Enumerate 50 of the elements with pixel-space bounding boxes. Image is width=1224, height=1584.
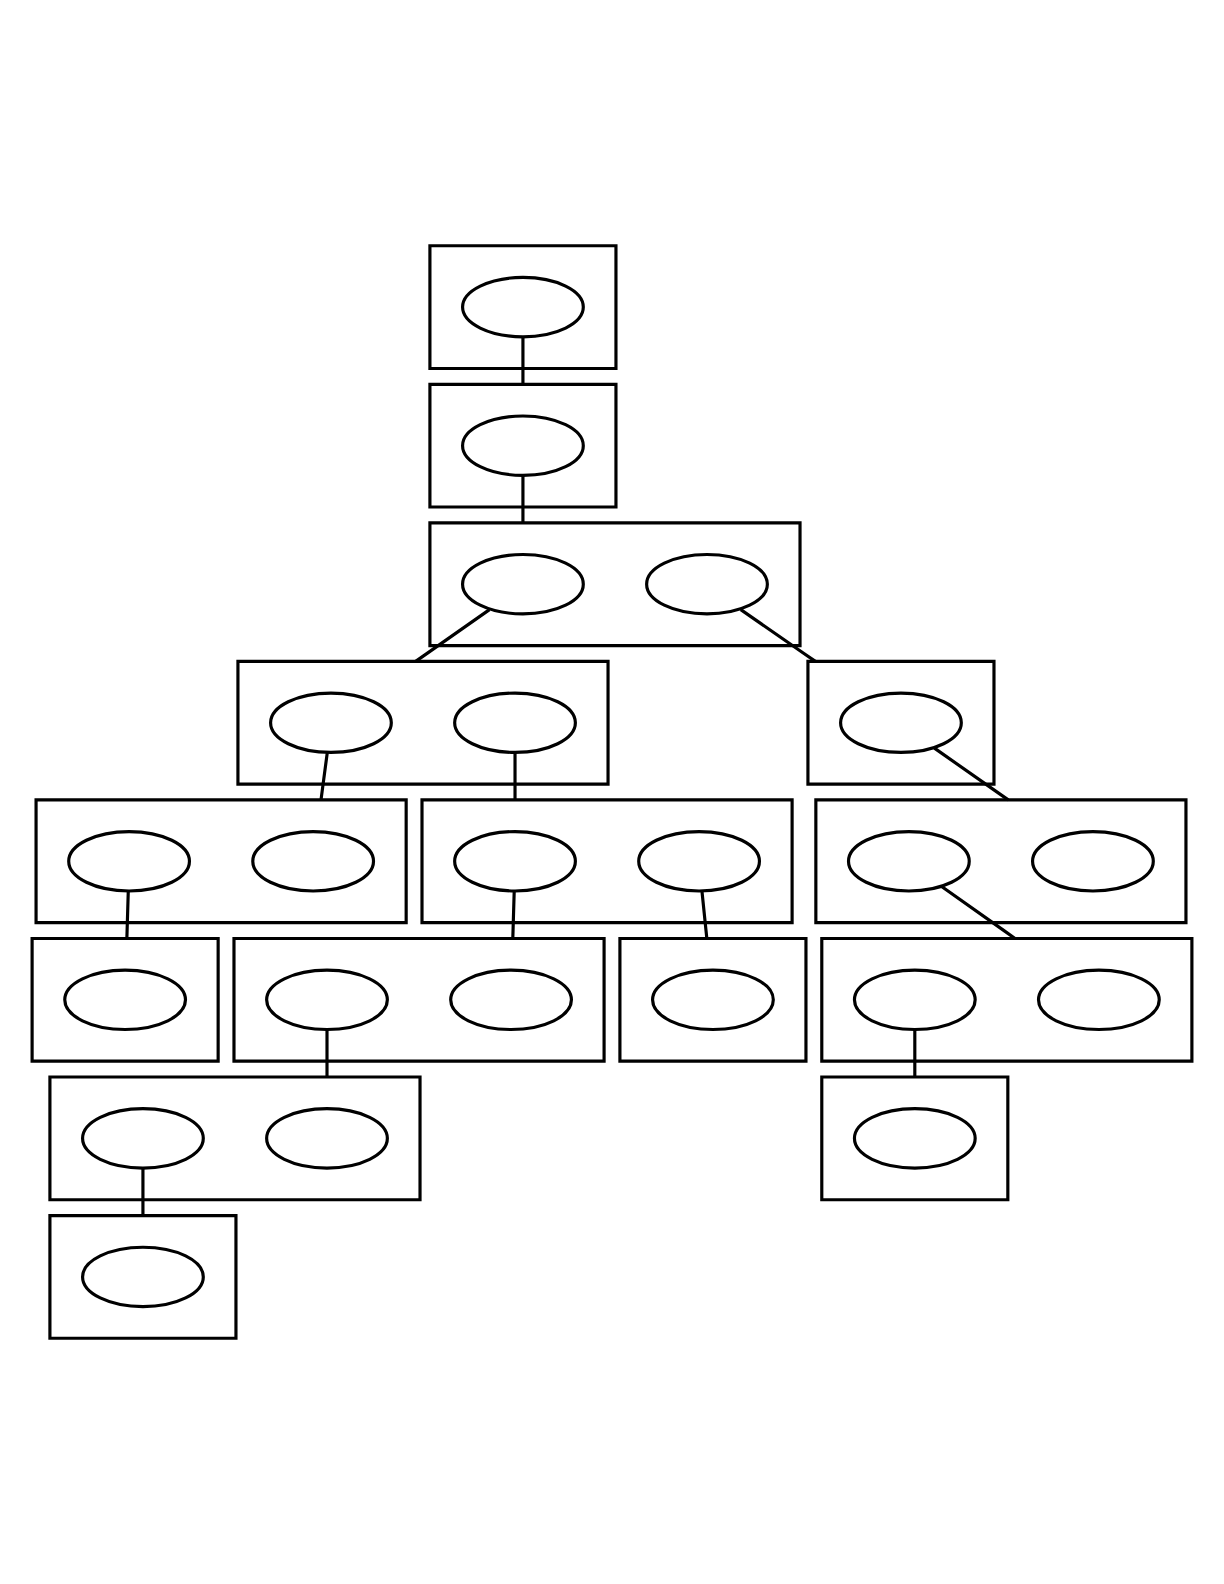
node-ellipse xyxy=(645,552,769,616)
cluster xyxy=(814,798,1188,925)
connector xyxy=(521,336,525,385)
node-ellipse xyxy=(63,968,188,1032)
node-ellipse xyxy=(852,1107,977,1170)
node-ellipse xyxy=(1031,830,1155,893)
cluster xyxy=(820,1075,1010,1202)
connector xyxy=(414,608,491,663)
node-ellipse xyxy=(839,691,963,754)
node-ellipse xyxy=(651,968,775,1032)
node-ellipse xyxy=(461,275,585,339)
cluster xyxy=(236,659,610,786)
cluster xyxy=(428,521,802,648)
node-ellipse xyxy=(265,968,389,1032)
node-ellipse xyxy=(67,830,192,893)
connector xyxy=(941,885,1016,940)
node-ellipse xyxy=(637,830,762,893)
node-ellipse xyxy=(81,1245,205,1309)
cluster xyxy=(232,936,606,1063)
connector xyxy=(141,1168,145,1216)
cluster xyxy=(428,244,618,371)
node-ellipse xyxy=(453,830,577,893)
node-ellipse xyxy=(453,691,577,754)
node-ellipse xyxy=(265,1107,389,1170)
node-ellipse xyxy=(852,968,977,1032)
node-ellipse xyxy=(846,830,971,893)
node-ellipse xyxy=(461,414,585,477)
node-ellipse xyxy=(269,691,393,754)
cluster xyxy=(48,1213,238,1340)
connector xyxy=(319,752,329,801)
cluster xyxy=(420,798,794,925)
connector xyxy=(511,891,516,939)
connector xyxy=(739,608,817,663)
connector xyxy=(913,1029,917,1077)
node-ellipse xyxy=(1036,968,1161,1032)
connector xyxy=(513,752,517,800)
cluster xyxy=(30,936,220,1063)
connector xyxy=(325,1029,329,1077)
cluster xyxy=(820,936,1194,1063)
node-ellipse xyxy=(81,1107,205,1170)
cluster xyxy=(806,659,996,786)
node-ellipse xyxy=(251,830,376,893)
connector xyxy=(125,891,130,939)
cluster xyxy=(34,798,408,925)
cluster xyxy=(48,1075,422,1202)
connector xyxy=(521,475,525,523)
node-ellipse xyxy=(461,552,585,616)
cluster xyxy=(428,382,618,509)
cluster xyxy=(618,936,808,1063)
node-ellipse xyxy=(449,968,573,1032)
